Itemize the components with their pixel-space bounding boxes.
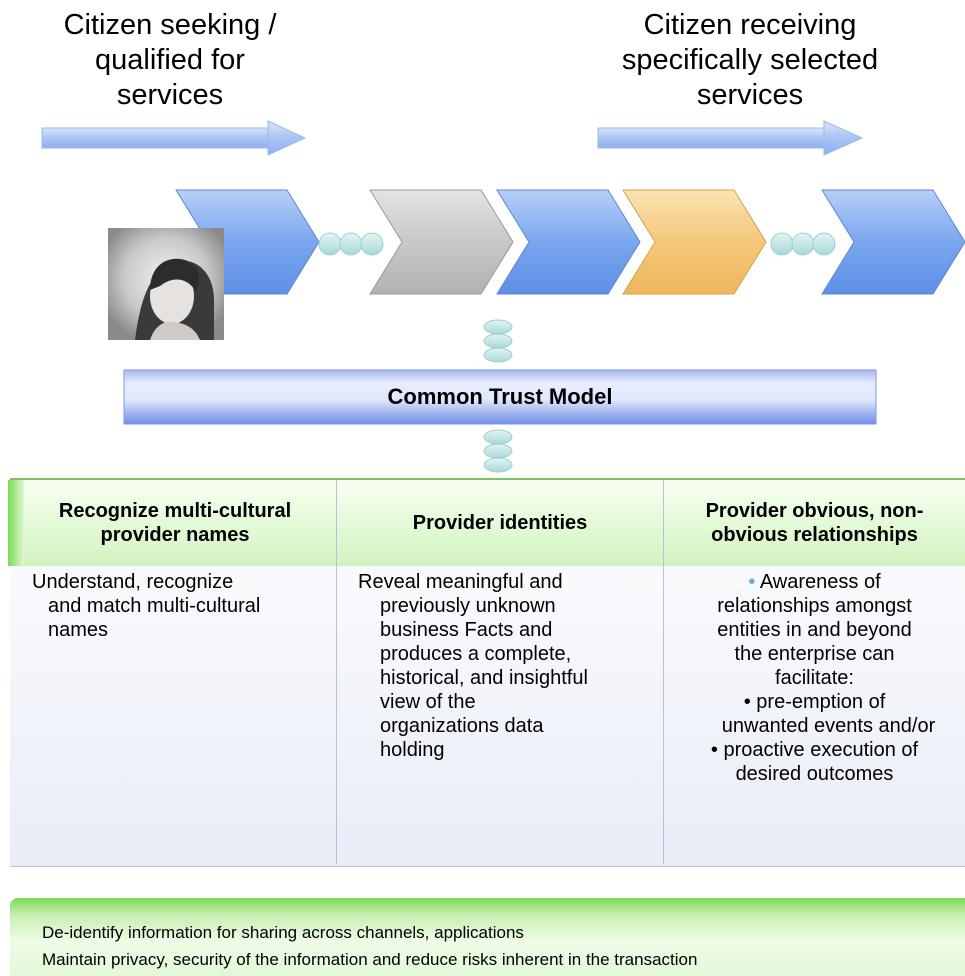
heading-citizen-seeking: Citizen seeking / qualified for services <box>63 9 277 111</box>
process-flow-graphic <box>41 120 965 473</box>
column-body-relationships: • Awareness of relationships amongst ent… <box>664 570 965 866</box>
column-body-names: Understand, recognize and match multi-cu… <box>32 571 261 641</box>
chevron-4 <box>622 189 767 295</box>
column-header-relationships: Provider obvious, non- obvious relations… <box>705 500 924 546</box>
chevron-5 <box>821 189 965 295</box>
column-body-identities: Reveal meaningful and previously unknown… <box>358 571 588 761</box>
column-divider-1 <box>336 480 337 864</box>
column-header-identities: Provider identities <box>412 512 588 534</box>
relationships-intro: • Awareness of <box>748 571 881 593</box>
chevron-2 <box>369 189 514 295</box>
columns-header-band <box>10 480 965 566</box>
heading-citizen-receiving: Citizen receiving specifically selected … <box>621 9 879 111</box>
trust-model-label: Common Trust Model <box>387 384 613 409</box>
column-header-names: Recognize multi-cultural provider names <box>58 500 292 546</box>
column-divider-2 <box>663 480 664 864</box>
footer-band <box>10 898 965 976</box>
chevron-3 <box>496 189 641 295</box>
arrow-right <box>597 120 864 156</box>
person-photo <box>108 228 224 340</box>
connector-dots-1 <box>318 232 384 256</box>
sub-item-1: • pre-emption of <box>743 691 886 713</box>
header-accent-left <box>8 480 24 566</box>
connector-dots-vertical-bottom <box>483 429 513 473</box>
trust-model-bar <box>123 369 877 425</box>
footer-line-2: Maintain privacy, security of the inform… <box>42 950 698 969</box>
connector-dots-vertical-top <box>483 319 513 363</box>
footer-line-1: De-identify information for sharing acro… <box>42 923 524 942</box>
arrow-left <box>41 120 307 156</box>
sub-item-2: • proactive execution of <box>710 739 919 761</box>
bullet-icon: • <box>748 571 756 593</box>
sub-bullet-icon: • <box>743 691 751 713</box>
connector-dots-2 <box>770 232 836 256</box>
sub-bullet-icon: • <box>710 739 718 761</box>
